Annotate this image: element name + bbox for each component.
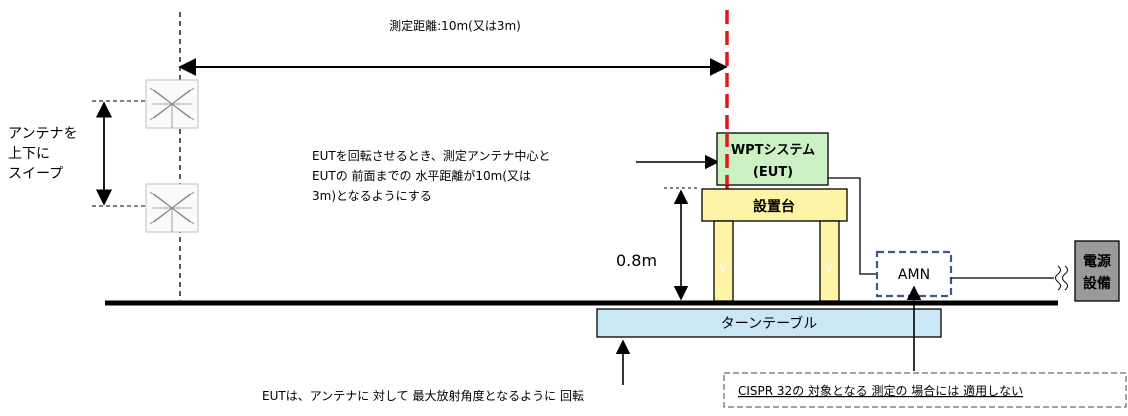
amn-note: CISPR 32の 対象となる 測定の 場合には 適用しない: [738, 383, 1023, 398]
stand-leg-right: [819, 220, 840, 302]
stand-leg-left: [713, 220, 734, 302]
amn-note-box: [723, 372, 1127, 408]
power-label-line-2: 設備: [1083, 275, 1111, 292]
stand-leg-left-mark: V: [719, 262, 727, 275]
sweep-label-line-3: スイープ: [8, 166, 63, 182]
power-supply-box: [1074, 240, 1120, 302]
height-label: 0.8m: [616, 251, 657, 270]
stand-top: [701, 188, 848, 222]
amn-label: AMN: [898, 267, 930, 283]
eut-box: [716, 132, 829, 186]
center-note-line-1: EUTを回転させるとき、測定アンテナ中心と: [312, 148, 550, 163]
turntable-label: ターンテーブル: [721, 315, 817, 332]
distance-label: 測定距離:10m(又は3m): [389, 18, 521, 33]
stand-leg-right-mark: V: [825, 262, 833, 275]
antenna-lower-icon: [145, 183, 199, 233]
turntable: [596, 308, 942, 338]
stand-label: 設置台: [753, 198, 795, 215]
power-label-line-1: 電源: [1083, 253, 1111, 270]
eut-amn-cable: [828, 177, 877, 275]
sweep-label-line-2: 上下に: [8, 146, 50, 162]
turntable-note: EUTは、アンテナに 対して 最大放射角度となるように 回転: [262, 388, 584, 403]
sweep-label-line-1: アンテナを: [8, 126, 77, 142]
center-note-line-2: EUTの 前面までの 水平距離が10m(又は: [312, 168, 531, 183]
eut-label-line-2: (EUT): [753, 165, 793, 180]
antenna-upper-icon: [145, 79, 199, 129]
center-note-line-3: 3m)となるようにする: [312, 189, 432, 203]
cable-break-icon: [1055, 265, 1068, 291]
eut-label-line-1: WPTシステム: [731, 143, 815, 158]
